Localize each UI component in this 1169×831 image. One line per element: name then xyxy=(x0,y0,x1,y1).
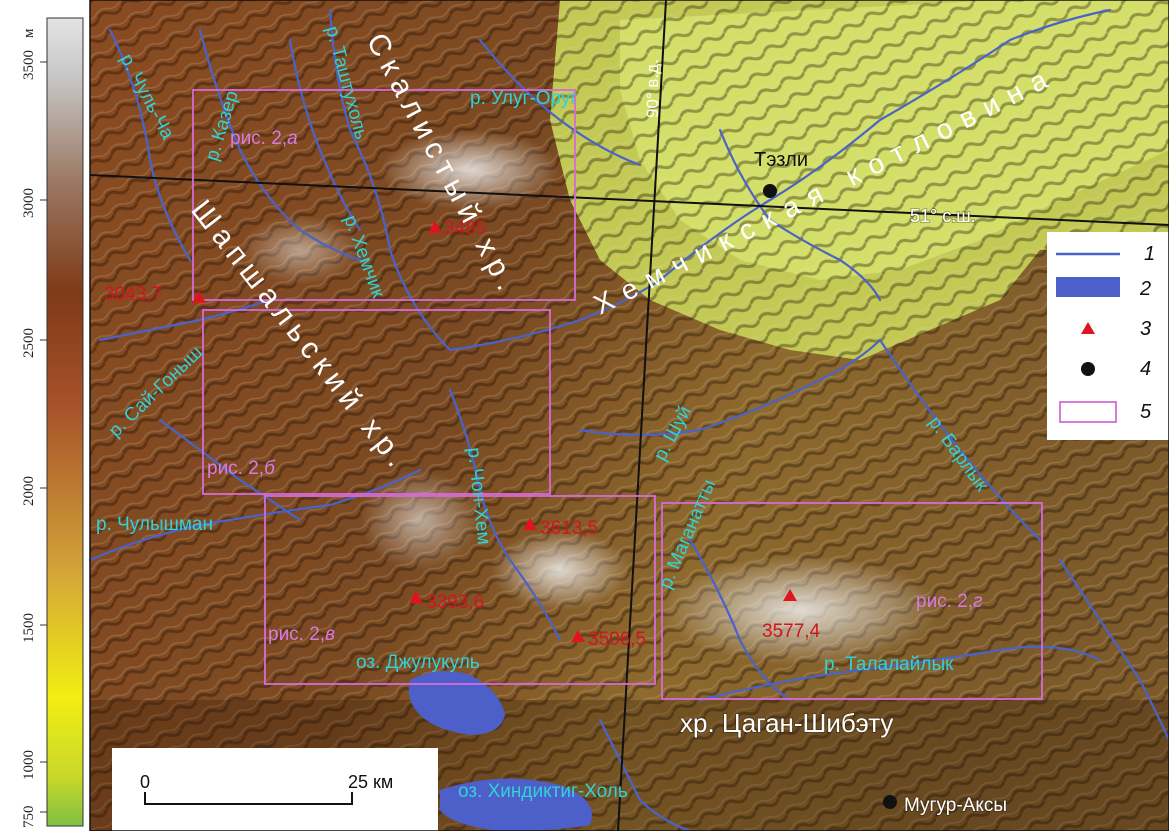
settlement-label-teeli: Тэзли xyxy=(754,149,808,171)
peak-marker-3485 xyxy=(428,221,442,233)
scale-bar-start: 0 xyxy=(140,772,150,792)
lake-label-hindiktig: оз. Хиндиктиг-Холь xyxy=(458,781,628,802)
legend-num-5: 5 xyxy=(1140,401,1152,423)
legend-item-2: 2 xyxy=(1056,277,1151,300)
river-hemchik xyxy=(328,8,1112,352)
range-tsagan-label: хр. Цаган-Шибэту xyxy=(680,708,893,738)
river-teeli xyxy=(718,128,882,302)
scale-bar-end: 25 км xyxy=(348,772,393,792)
legend-num-3: 3 xyxy=(1140,318,1151,340)
frame-a xyxy=(192,89,576,301)
elev-tick-3000: 3000 xyxy=(21,188,37,218)
elev-tick-3500: 3500 xyxy=(21,50,37,80)
lakes xyxy=(408,671,592,831)
elev-unit: м xyxy=(21,28,37,38)
river-west-trib xyxy=(158,418,302,522)
legend: 1 2 3 4 5 xyxy=(1047,232,1169,440)
legend-symbol-settlement xyxy=(1081,362,1095,376)
peak-label-3393: 3393,6 xyxy=(426,592,484,613)
peaks: 3485 3043,7 3613,5 3393,6 3506,5 3577,4 xyxy=(104,218,821,650)
river-south xyxy=(598,718,692,831)
settlements: Тэзли Мугур-Аксы xyxy=(754,149,1008,817)
settlement-marker-teeli xyxy=(763,184,777,198)
legend-num-2: 2 xyxy=(1139,278,1151,300)
peak-marker-3393 xyxy=(409,591,423,603)
elev-tick-2000: 2000 xyxy=(21,476,37,506)
river-ulug-orug xyxy=(478,38,642,167)
settlement-marker-mugur xyxy=(883,795,897,809)
legend-num-4: 4 xyxy=(1140,358,1151,380)
legend-item-5: 5 xyxy=(1059,401,1152,423)
graticule xyxy=(89,0,1169,831)
elev-tick-2500: 2500 xyxy=(21,328,37,358)
legend-item-1: 1 xyxy=(1056,243,1155,265)
river-chul-cha xyxy=(108,28,192,262)
meridian-label: 90° в.д. xyxy=(643,59,662,118)
elev-tick-1000: 1000 xyxy=(21,750,37,780)
frame-a-label: рис. 2,а xyxy=(230,128,298,149)
elevation-scale: 750 1000 1500 2000 2500 3000 3500 м xyxy=(21,17,84,829)
river-label-talalailyk: р. Талалайлык xyxy=(824,654,954,675)
frame-b xyxy=(202,309,551,495)
river-network xyxy=(88,8,1169,831)
figure-frames xyxy=(192,89,1043,700)
frame-b-label: рис. 2,б xyxy=(207,458,276,479)
river-chon-hem xyxy=(448,388,562,642)
river-label-ulug-orug: р. Улуг-Оруг xyxy=(470,88,577,109)
peak-marker-3043 xyxy=(192,291,206,303)
legend-item-4: 4 xyxy=(1081,358,1151,380)
river-shui xyxy=(578,338,882,437)
frame-v xyxy=(264,495,656,685)
river-talalailyk xyxy=(698,645,1102,702)
legend-symbol-lake xyxy=(1056,277,1120,297)
settlement-label-mugur: Мугур-Аксы xyxy=(904,795,1007,816)
elev-tick-750: 750 xyxy=(21,806,37,829)
frame-g-label: рис. 2,г xyxy=(916,591,982,612)
river-tashtuhol xyxy=(288,38,362,232)
scale-bar: 0 25 км xyxy=(112,748,438,831)
legend-symbol-frame xyxy=(1059,401,1117,423)
elev-tick-1500: 1500 xyxy=(21,613,37,643)
scale-bar-line xyxy=(144,792,353,805)
legend-symbol-peak xyxy=(1081,322,1095,334)
frame-g xyxy=(661,502,1043,700)
river-chulyshman xyxy=(88,468,422,562)
legend-item-3: 3 xyxy=(1081,318,1151,340)
lake-label-dzhulukul: оз. Джулукуль xyxy=(356,652,480,673)
peak-marker-3577 xyxy=(783,589,797,601)
legend-num-1: 1 xyxy=(1144,243,1155,265)
lake-hindiktig xyxy=(440,778,592,831)
peak-label-3043: 3043,7 xyxy=(104,284,162,305)
parallel-label: 51° с.ш. xyxy=(910,206,976,226)
lake-dzhulukul xyxy=(408,671,505,735)
river-label-chulyshman: р. Чулышман xyxy=(96,514,213,535)
peak-label-3613: 3613,5 xyxy=(540,518,598,539)
peak-marker-3613 xyxy=(523,518,537,530)
river-barlyk xyxy=(878,338,1042,542)
peak-label-3506: 3506,5 xyxy=(588,629,646,650)
meridian-90 xyxy=(617,0,667,831)
elevation-ticks xyxy=(40,61,47,813)
parallel-51 xyxy=(89,174,1169,226)
frame-v-label: рис. 2,в xyxy=(268,624,335,645)
peak-label-3485: 3485 xyxy=(444,218,486,239)
river-sai-gonysh xyxy=(98,298,272,342)
peak-marker-3506 xyxy=(571,630,585,642)
peak-label-3577: 3577,4 xyxy=(762,621,821,642)
river-east xyxy=(1058,558,1169,742)
map-area xyxy=(90,0,1169,831)
